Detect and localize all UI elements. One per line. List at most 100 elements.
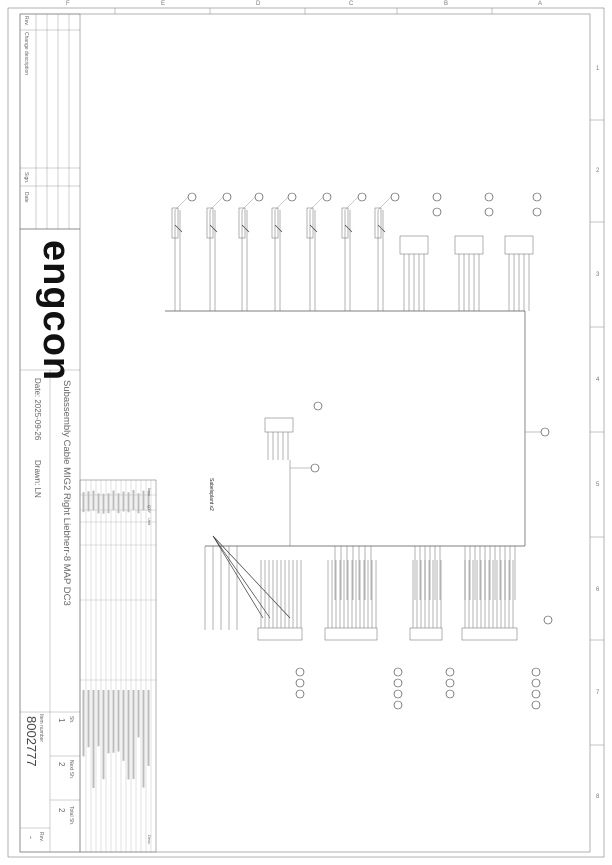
bom-cell-text	[138, 690, 140, 737]
bom-cell-text	[143, 491, 145, 511]
rev-value: -	[26, 836, 36, 839]
connector-ref-circle	[532, 679, 540, 687]
bom-cell-text	[108, 690, 110, 753]
bom-cell-text	[138, 493, 140, 513]
next-sheet-label: Next Sh.	[68, 760, 74, 779]
connector-ref-circle	[532, 690, 540, 698]
bom-cell-text	[108, 493, 110, 513]
outer-frame	[8, 8, 604, 857]
zone-row-3: 3	[596, 272, 599, 278]
bom-cell-text	[143, 690, 145, 788]
connector-ref-circle	[255, 193, 263, 201]
connector-block	[462, 628, 517, 640]
revision-block	[20, 14, 80, 229]
connector-ref-circle	[296, 690, 304, 698]
annotation-leader	[213, 536, 263, 618]
inner-frame	[20, 14, 590, 852]
connector-ref-circle	[446, 679, 454, 687]
connector-ref-circle	[288, 193, 296, 201]
connector-ref-circle	[533, 193, 541, 201]
connector-ref-circle	[433, 208, 441, 216]
connector-ref-circle	[485, 193, 493, 201]
connector-ref-circle	[394, 668, 402, 676]
connector-block	[325, 628, 377, 640]
connector-ref-circle	[485, 208, 493, 216]
zone-row-1: 1	[596, 66, 599, 72]
switch-icon	[210, 225, 217, 232]
zone-col-c: C	[349, 1, 353, 7]
zone-row-2: 2	[596, 168, 599, 174]
bom-cell-text	[93, 690, 95, 788]
drawing-title: Subassembly Cable MIG2 Right Liebherr-8 …	[61, 380, 72, 606]
rev-title-label: Rev.	[38, 832, 44, 842]
bom-cell-text	[103, 690, 105, 779]
switch-icon	[175, 225, 182, 232]
zone-row-5: 5	[596, 482, 599, 488]
bom-cell-text	[93, 491, 95, 511]
connector-ref-circle	[323, 193, 331, 201]
bom-cell-text	[128, 492, 130, 512]
item-number: 8002777	[24, 716, 39, 767]
connector-ref-circle	[296, 679, 304, 687]
connector-block	[258, 628, 302, 640]
bom-cell-text	[123, 690, 125, 761]
bom-cell-text	[83, 690, 85, 756]
connector-block	[410, 628, 442, 640]
zone-row-6: 6	[596, 587, 599, 593]
zone-row-4: 4	[596, 377, 599, 383]
connector-ref-circle	[533, 208, 541, 216]
bom-cell-text	[118, 690, 120, 752]
switch-icon	[345, 225, 352, 232]
bom-cell-text	[88, 690, 90, 747]
date-label: Date	[23, 192, 29, 203]
connector-ref-circle	[433, 193, 441, 201]
connector-ref-circle	[314, 402, 322, 410]
switch-icon	[242, 225, 249, 232]
bom-cell-text	[148, 690, 150, 766]
connector-block	[455, 236, 483, 254]
bom-header-unit: Unit	[147, 518, 152, 525]
switch-icon	[310, 225, 317, 232]
bom-cell-text	[98, 690, 100, 746]
bom-cell-text	[83, 492, 85, 512]
change-description-label: Change description	[23, 32, 29, 75]
switch-icon	[275, 225, 282, 232]
connector-ref-circle	[391, 193, 399, 201]
bom-cell-text	[113, 490, 115, 510]
bom-cell-text	[103, 494, 105, 514]
connector-ref-circle	[394, 679, 402, 687]
connector-ref-circle	[394, 690, 402, 698]
zone-col-d: D	[256, 1, 260, 7]
connector-ref-circle	[296, 668, 304, 676]
next-sheet-number: 2	[57, 762, 66, 766]
zone-row-8: 8	[596, 794, 599, 800]
connector-ref-circle	[532, 668, 540, 676]
zone-col-b: B	[444, 1, 448, 7]
zone-col-e: E	[161, 1, 165, 7]
bom-cell-text	[118, 493, 120, 513]
date-text: Date: 2025-09-26	[33, 378, 42, 440]
connector-ref-circle	[532, 701, 540, 709]
engcon-logo: engcon	[34, 240, 77, 381]
total-sheets-number: 2	[57, 808, 66, 812]
connector-ref-circle	[446, 668, 454, 676]
annotation-leader	[213, 536, 270, 618]
splice-annotation: Sabelsplant x2	[208, 478, 214, 511]
zone-row-7: 7	[596, 690, 599, 696]
connector-block	[265, 418, 293, 432]
rev-label: Rev.	[23, 16, 29, 26]
connector-ref-circle	[544, 616, 552, 624]
drawn-text: Drawn: LN	[33, 460, 42, 498]
sheet-number: 1	[57, 718, 66, 722]
bom-cell-text	[88, 491, 90, 511]
connector-ref-circle	[446, 690, 454, 698]
bom-cell-text	[98, 493, 100, 513]
sheet-label: Sh.	[68, 716, 74, 724]
connector-block	[400, 236, 428, 254]
connector-ref-circle	[358, 193, 366, 201]
zone-col-f: F	[66, 1, 70, 7]
connector-ref-circle	[541, 428, 549, 436]
bom-cell-text	[123, 491, 125, 511]
connector-ref-circle	[188, 193, 196, 201]
